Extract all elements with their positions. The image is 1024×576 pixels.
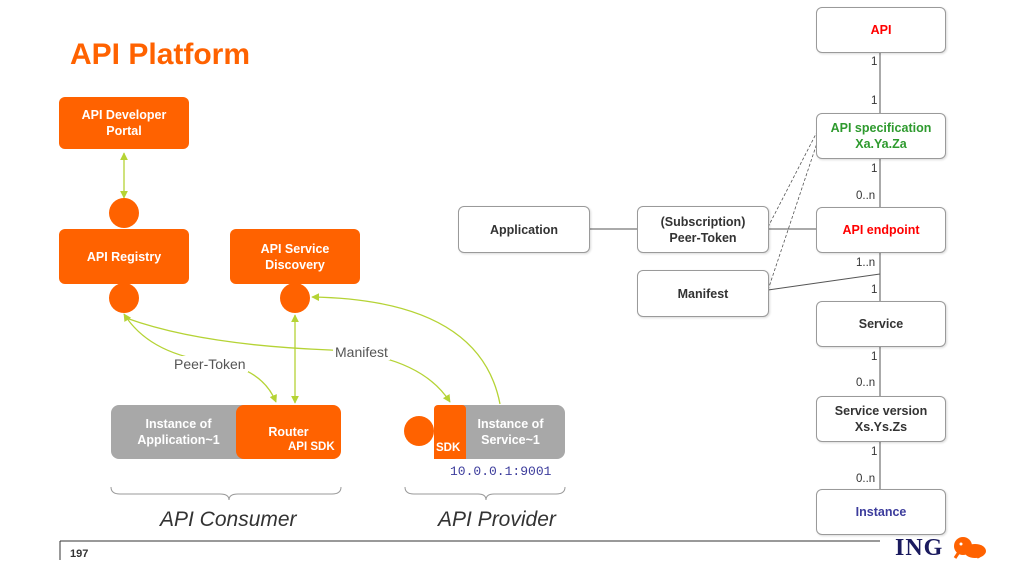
api-provider-label: API Provider <box>438 508 556 531</box>
api-sdk-label: API SDK <box>288 441 335 453</box>
multiplicity-3: 1 <box>871 163 878 175</box>
service-label: Service <box>858 317 904 331</box>
service-version-label: Service version Xs.Ys.Zs <box>834 404 928 434</box>
multiplicity-1: 1 <box>871 56 878 68</box>
api-registry-box[interactable]: API Registry <box>59 229 189 284</box>
manifest-flow-label: Manifest <box>333 344 390 360</box>
api-developer-portal-box[interactable]: API Developer Portal <box>59 97 189 149</box>
api-developer-portal-label: API Developer Portal <box>81 108 167 138</box>
multiplicity-10: 0..n <box>856 473 876 485</box>
ing-logo-text: ING <box>895 534 944 561</box>
instance-of-service-label: Instance of Service~1 <box>477 417 544 447</box>
application-box[interactable]: Application <box>458 206 590 253</box>
api-service-discovery-label: API Service Discovery <box>260 241 330 272</box>
manifest-label: Manifest <box>677 286 729 301</box>
api-service-discovery-box[interactable]: API Service Discovery <box>230 229 360 284</box>
multiplicity-9: 1 <box>871 446 878 458</box>
instance-of-application-label: Instance of Application~1 <box>137 417 220 447</box>
multiplicity-2: 1 <box>871 95 878 107</box>
lion-icon <box>954 537 987 559</box>
instance-label: Instance <box>855 505 907 519</box>
subscription-peer-token-label: (Subscription) Peer-Token <box>660 214 746 245</box>
instance-of-application-box[interactable]: Instance of Application~1 <box>111 405 246 459</box>
router-box[interactable]: Router <box>236 405 341 459</box>
sdk-box[interactable] <box>434 405 466 459</box>
router-label: Router <box>268 425 309 439</box>
sdk-port <box>404 416 434 446</box>
api-specification-box[interactable]: API specification Xa.Ya.Za <box>816 113 946 159</box>
discovery-port <box>280 283 310 313</box>
instance-of-service-box[interactable]: Instance of Service~1 <box>448 405 565 459</box>
api-consumer-label: API Consumer <box>160 508 297 531</box>
application-label: Application <box>489 222 559 237</box>
api-registry-label: API Registry <box>86 249 162 264</box>
multiplicity-4: 0..n <box>856 190 876 202</box>
api-endpoint-box[interactable]: API endpoint <box>816 207 946 253</box>
manifest-box[interactable]: Manifest <box>637 270 769 317</box>
registry-bottom-port <box>109 283 139 313</box>
multiplicity-7: 1 <box>871 351 878 363</box>
ing-logo: ING <box>895 534 987 562</box>
multiplicity-5: 1..n <box>856 257 876 269</box>
service-version-box[interactable]: Service version Xs.Ys.Zs <box>816 396 946 442</box>
api-box[interactable]: API <box>816 7 946 53</box>
subscription-peer-token-box[interactable]: (Subscription) Peer-Token <box>637 206 769 253</box>
registry-top-port <box>109 198 139 228</box>
multiplicity-8: 0..n <box>856 377 876 389</box>
instance-box[interactable]: Instance <box>816 489 946 535</box>
service-box[interactable]: Service <box>816 301 946 347</box>
peer-token-label: Peer-Token <box>172 356 248 372</box>
api-specification-label: API specification Xa.Ya.Za <box>830 121 932 151</box>
api-label: API <box>870 23 892 37</box>
page-title: API Platform <box>70 38 251 71</box>
api-endpoint-label: API endpoint <box>842 223 920 237</box>
instance-address: 10.0.0.1:9001 <box>450 464 552 479</box>
multiplicity-6: 1 <box>871 284 878 296</box>
page-number: 197 <box>70 548 89 560</box>
sdk-label: SDK <box>436 442 461 454</box>
